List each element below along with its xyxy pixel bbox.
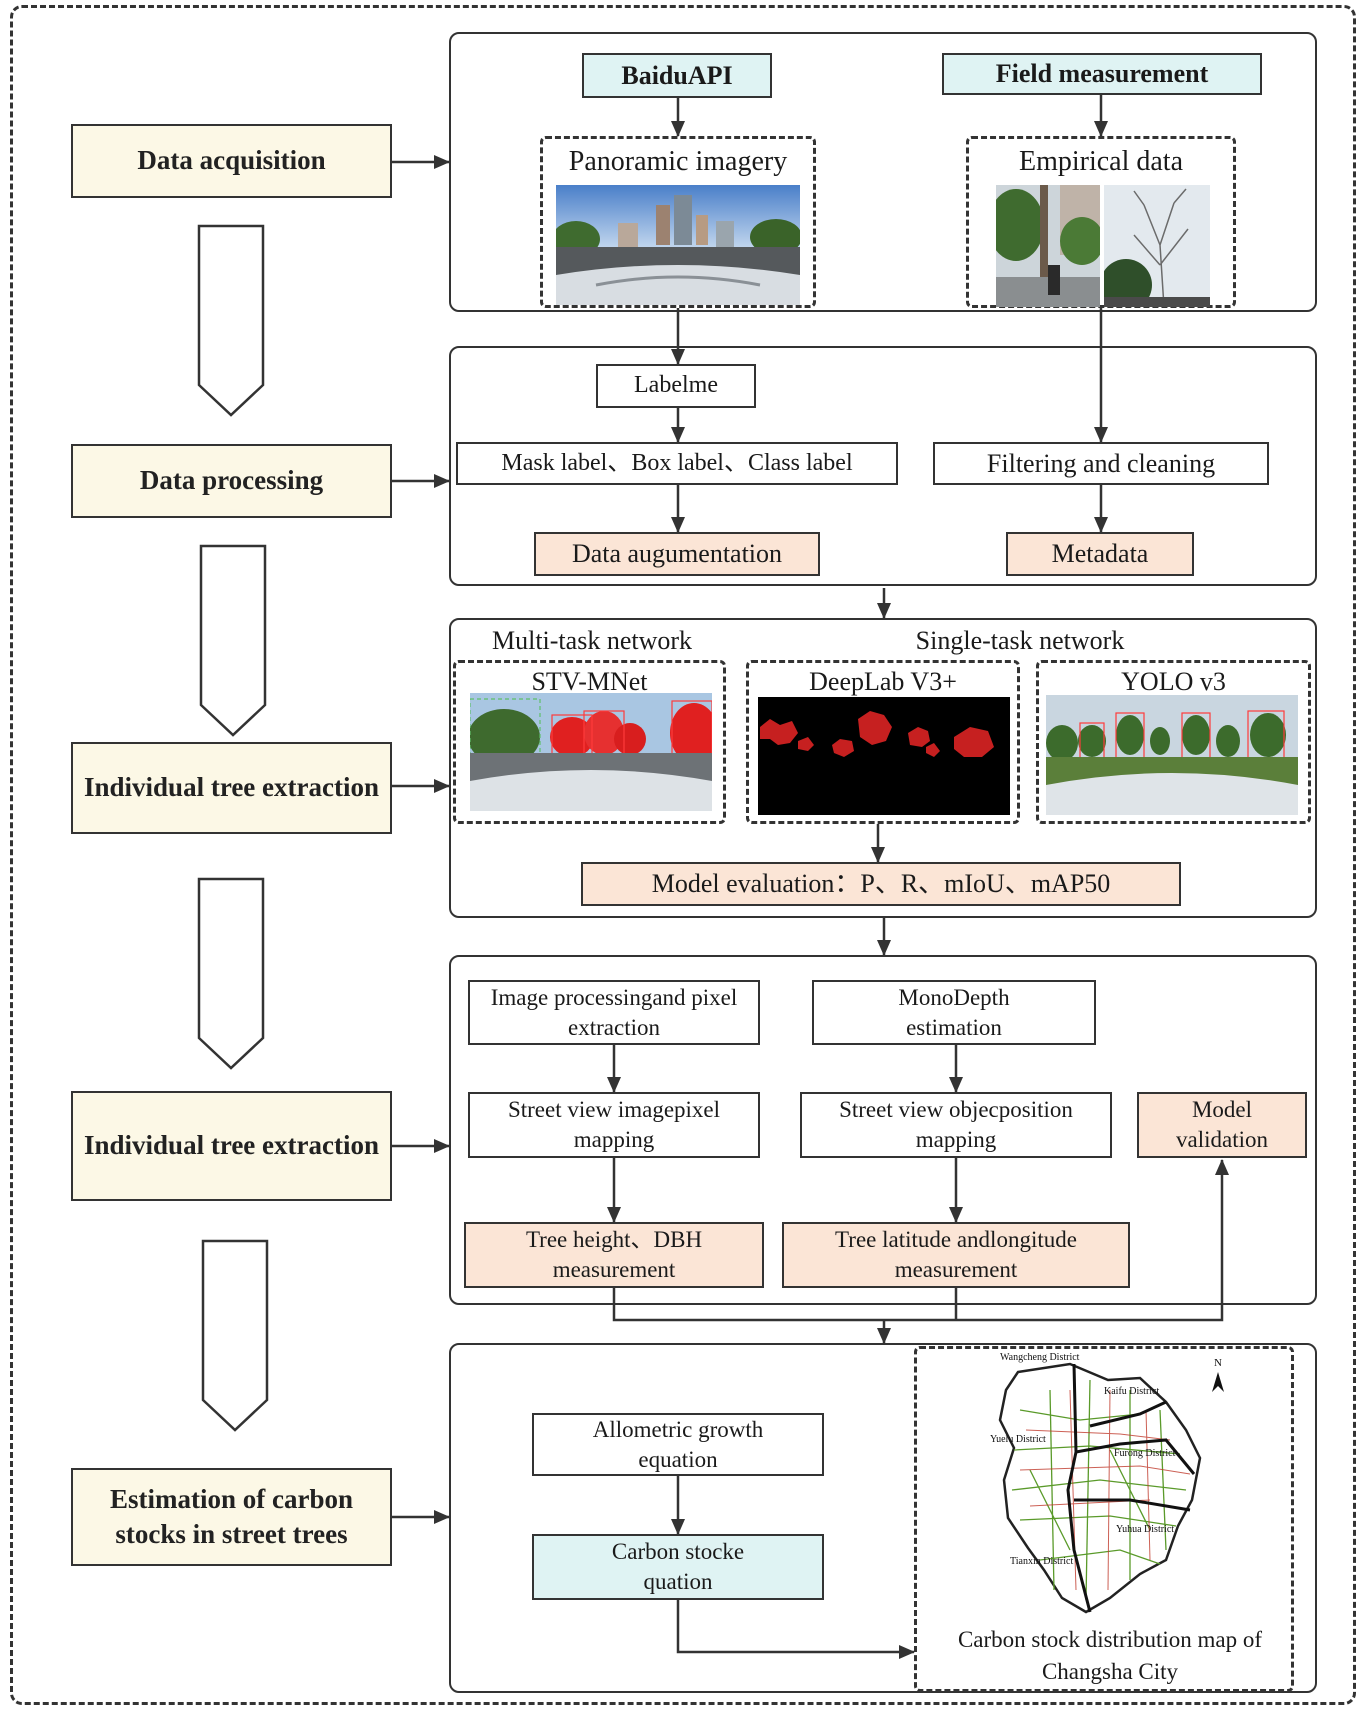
empirical-title: Empirical data (1018, 146, 1184, 177)
field-photo-crown (1104, 185, 1210, 307)
labelme-box: Labelme (596, 364, 756, 408)
data-augmentation-box: Data augumentation (534, 532, 820, 576)
panel-processing (449, 346, 1317, 586)
filtering-cleaning-box: Filtering and cleaning (933, 442, 1269, 485)
north-label: N (1214, 1357, 1222, 1369)
single-task-label: Single-task network (915, 626, 1125, 655)
image-processing-box: Image processingand pixel extraction (468, 980, 760, 1045)
stage-individual-tree-extraction: Individual tree extraction (71, 742, 392, 834)
panel-measurement (449, 955, 1317, 1305)
stv-mnet-group (453, 660, 726, 824)
panoramic-title: Panoramic imagery (568, 146, 788, 177)
stage-carbon-estimation: Estimation of carbon stocks in street tr… (71, 1468, 392, 1566)
panoramic-group (540, 136, 816, 308)
district-wangcheng: Wangcheng District (1000, 1352, 1080, 1363)
model-validation-box: Model validation (1137, 1092, 1307, 1158)
stv-mnet-title: STV-MNet (531, 667, 648, 696)
stage-data-acquisition: Data acquisition (71, 124, 392, 198)
multi-task-label: Multi-task network (491, 626, 693, 655)
district-kaifu: Kaifu District (1104, 1386, 1159, 1397)
tree-latlon-box: Tree latitude andlongitude measurement (782, 1222, 1130, 1288)
carbon-stock-equation-box: Carbon stocke quation (532, 1534, 824, 1600)
changsha-map: Wangcheng District Kaifu District Yuelu … (990, 1350, 1250, 1620)
field-measurement-box: Field measurement (942, 53, 1262, 95)
district-yuelu: Yuelu District (990, 1434, 1046, 1445)
panel-acquisition (449, 32, 1317, 312)
north-arrow-icon (1212, 1372, 1224, 1392)
model-evaluation-box: Model evaluation：P、R、mIoU、mAP50 (581, 862, 1181, 906)
stv-mnet-output (470, 693, 712, 811)
stage-individual-tree-measurement: Individual tree extraction (71, 1091, 392, 1201)
yolo-title: YOLO v3 (1121, 667, 1226, 696)
monodepth-box: MonoDepth estimation (812, 980, 1096, 1045)
yolo-output (1046, 695, 1298, 815)
yolo-group (1036, 660, 1311, 824)
pixel-mapping-box: Street view imagepixel mapping (468, 1092, 760, 1158)
stage-data-processing: Data processing (71, 444, 392, 518)
baidu-api-box: BaiduAPI (582, 53, 772, 98)
district-tianxin: Tianxin District (1010, 1556, 1073, 1567)
panel-extraction (449, 618, 1317, 918)
outer-frame (10, 5, 1356, 1705)
empirical-group (966, 136, 1236, 308)
labels-box: Mask label、Box label、Class label (456, 442, 898, 485)
district-furong: Furong District (1114, 1448, 1176, 1459)
metadata-box: Metadata (1006, 532, 1194, 576)
deeplab-group (746, 660, 1020, 824)
deeplab-output (758, 697, 1010, 815)
allometric-equation-box: Allometric growth equation (532, 1413, 824, 1476)
carbon-map-group (914, 1346, 1294, 1692)
district-yuhua: Yuhua District (1116, 1524, 1174, 1535)
position-mapping-box: Street view objecposition mapping (800, 1092, 1112, 1158)
deeplab-title: DeepLab V3+ (809, 667, 957, 696)
field-photo-trunk (996, 185, 1100, 307)
panel-estimation (449, 1343, 1317, 1693)
tree-height-dbh-box: Tree height、DBH measurement (464, 1222, 764, 1288)
panoramic-photo (556, 185, 800, 305)
map-caption: Carbon stock distribution map of Changsh… (957, 1627, 1263, 1685)
